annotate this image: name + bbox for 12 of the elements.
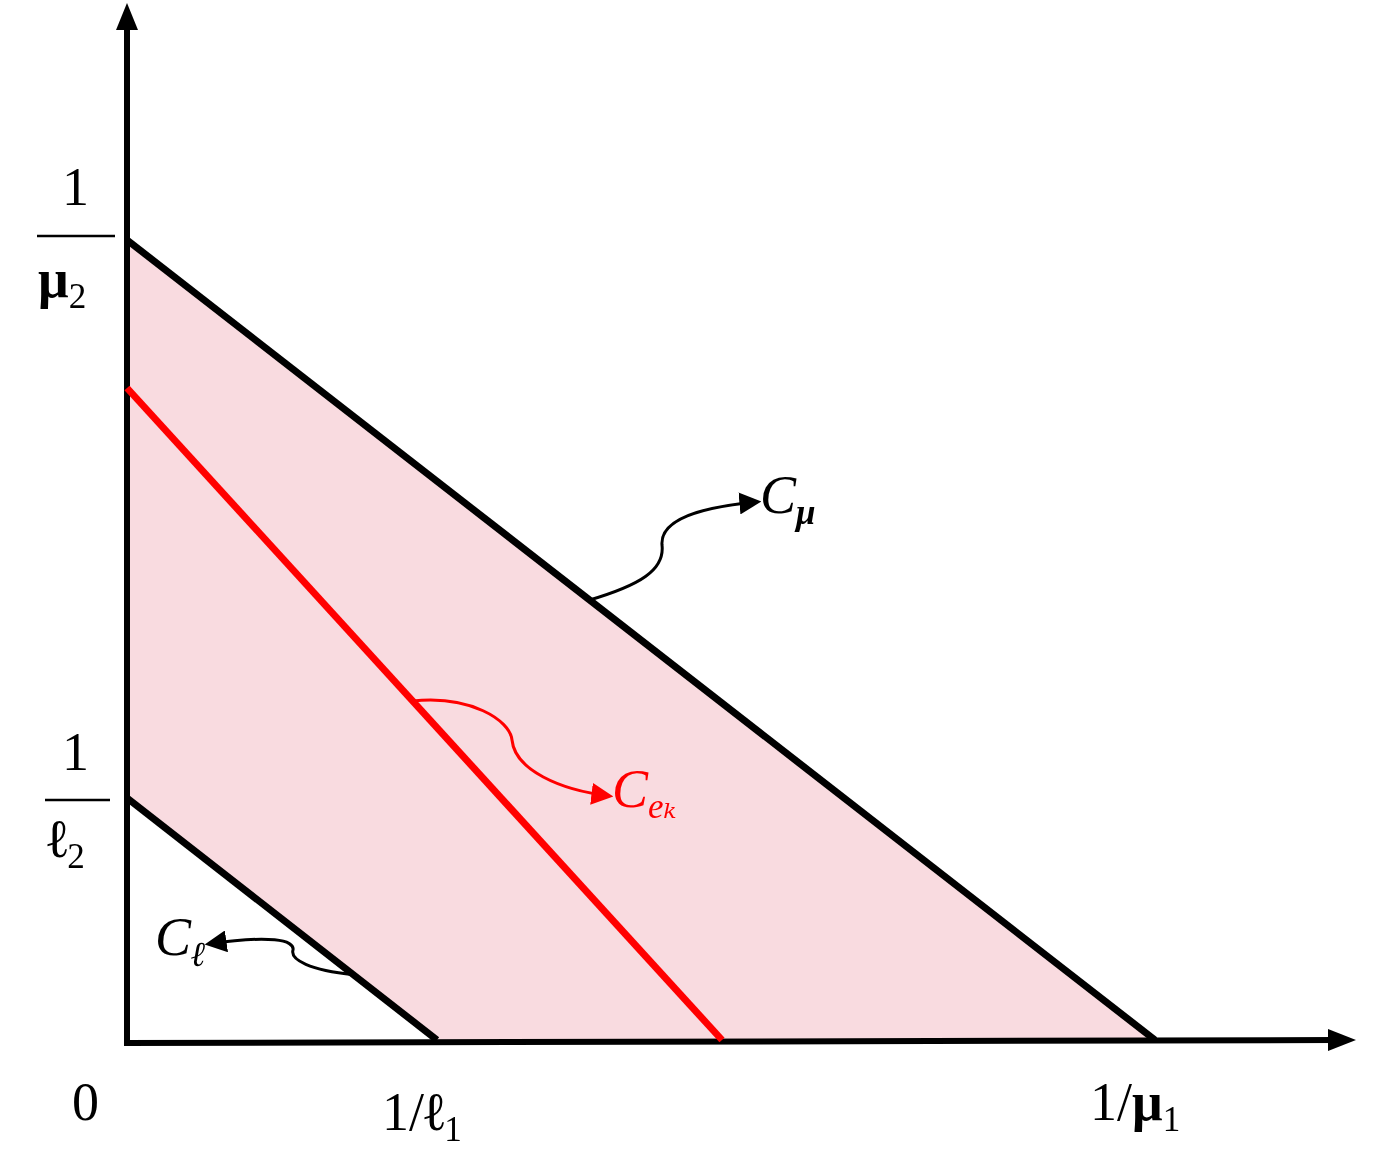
leader-line (589, 492, 762, 602)
curve-label: C$_{eₖ}$ (612, 762, 677, 824)
tick-label: ℓ$_{2}$ (47, 812, 85, 874)
tick-label: μ$_{2}$ (38, 252, 87, 314)
tick-label: 0 (72, 1075, 99, 1129)
tick-label: 1 (62, 725, 89, 779)
leader-line (412, 698, 614, 805)
tick-label: 1/ℓ$_{1}$ (382, 1085, 462, 1147)
curve-label: C$_{ℓ}$ (155, 910, 207, 972)
curve-label: C$_{μ}$ (760, 468, 816, 530)
tick-label: 1 (62, 160, 89, 214)
tick-label: 1/μ$_{1}$ (1090, 1075, 1181, 1137)
